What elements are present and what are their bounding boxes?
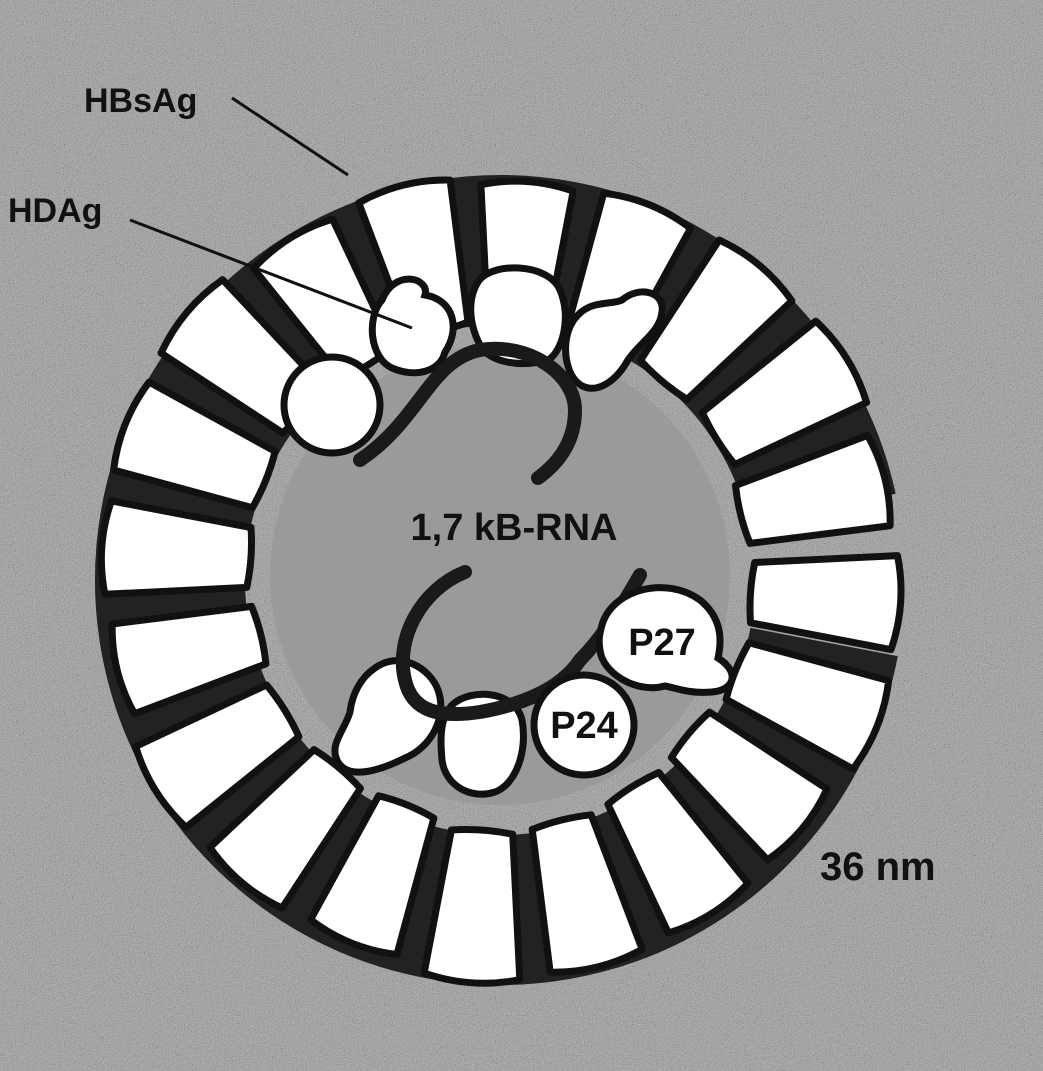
hdag-protein <box>284 357 380 453</box>
label-p27: P27 <box>628 622 696 664</box>
label-rna: 1,7 kB-RNA <box>411 507 618 549</box>
label-p24: P24 <box>550 705 618 747</box>
p24-protein: P24 <box>534 675 634 775</box>
label-scale: 36 nm <box>820 845 936 889</box>
label-hdag: HDAg <box>8 192 102 230</box>
label-hbsag: HBsAg <box>84 82 197 120</box>
